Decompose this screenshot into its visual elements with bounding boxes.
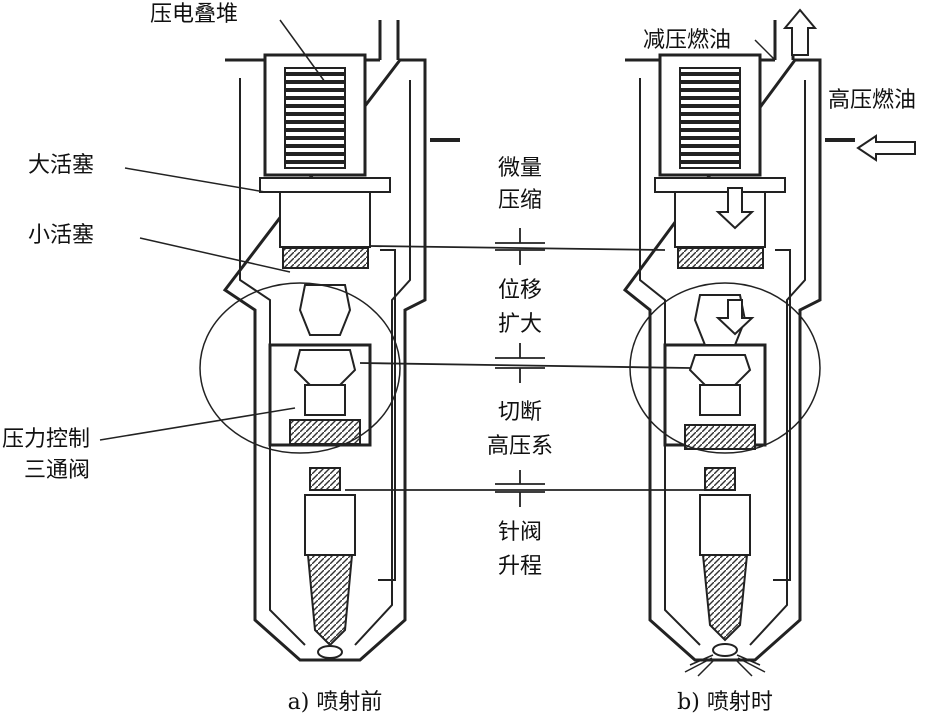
piezo-stack-right bbox=[679, 67, 741, 169]
arrow-left-icon bbox=[856, 134, 916, 162]
flow-arrows bbox=[715, 8, 916, 336]
left-leader-lines bbox=[99, 19, 326, 441]
label-displacement-1: 位移 bbox=[497, 278, 542, 303]
label-small-piston: 小活塞 bbox=[28, 223, 95, 248]
right-leader-lines bbox=[754, 39, 776, 61]
injector-during bbox=[622, 20, 855, 662]
label-cutoff-1: 切断 bbox=[497, 400, 542, 425]
arrow-down-icon bbox=[715, 187, 755, 230]
label-valve-line2: 三通阀 bbox=[24, 458, 91, 483]
piezo-stack-left bbox=[284, 67, 346, 169]
injector-before bbox=[199, 20, 460, 662]
label-cutoff-2: 高压系 bbox=[486, 434, 553, 459]
label-micro-compression-2: 压缩 bbox=[497, 188, 542, 213]
arrow-down-icon-2 bbox=[715, 299, 755, 336]
label-high-pressure-fuel: 高压燃油 bbox=[828, 88, 917, 113]
label-valve-line1: 压力控制 bbox=[2, 427, 91, 452]
spray-icon bbox=[684, 654, 766, 677]
label-needle-lift-1: 针阀 bbox=[497, 520, 542, 545]
caption-before: a) 喷射前 bbox=[287, 690, 383, 715]
label-needle-lift-2: 升程 bbox=[497, 554, 542, 579]
label-piezo-stack: 压电叠堆 bbox=[150, 2, 239, 27]
arrow-up-icon bbox=[782, 8, 818, 56]
label-large-piston: 大活塞 bbox=[28, 153, 95, 178]
reference-lines bbox=[345, 245, 705, 491]
label-low-pressure-fuel: 减压燃油 bbox=[643, 28, 732, 53]
caption-during: b) 喷射时 bbox=[677, 690, 773, 715]
measurement-brackets bbox=[495, 228, 545, 507]
label-displacement-2: 扩大 bbox=[497, 312, 542, 337]
label-micro-compression-1: 微量 bbox=[497, 156, 542, 181]
